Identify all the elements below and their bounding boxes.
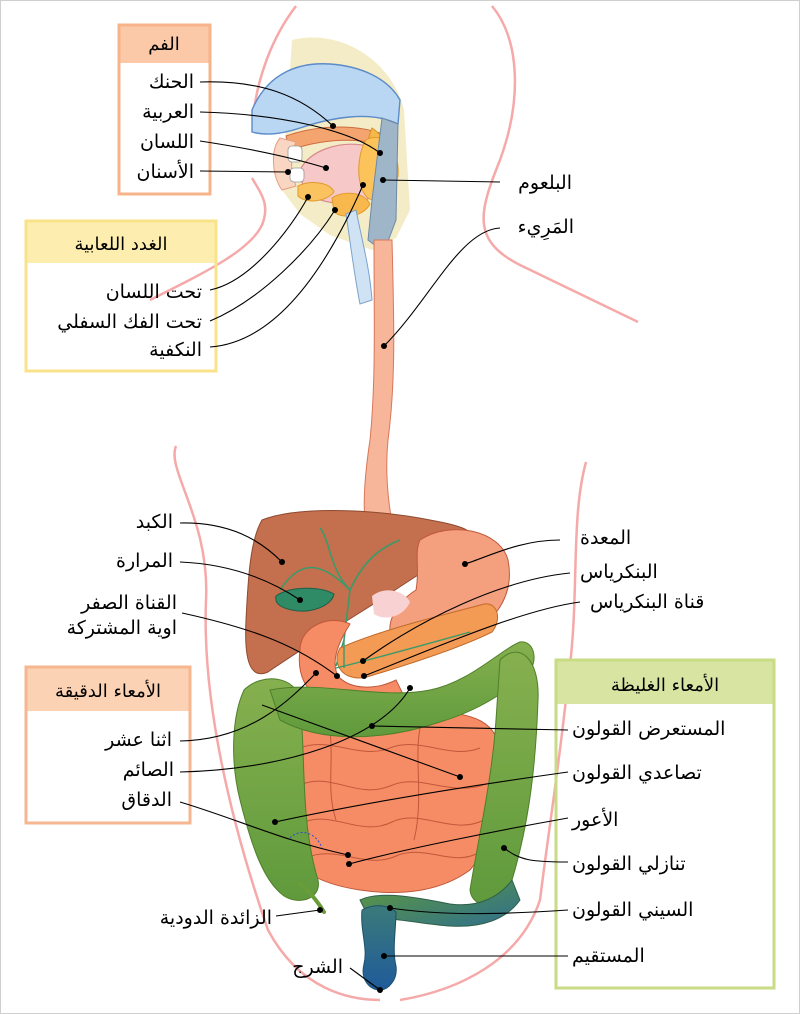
leader-lines	[179, 81, 581, 991]
rectum-label: المستقيم	[572, 945, 645, 967]
ascending-colon-label: تصاعدي القولون	[572, 762, 702, 784]
bile-duct-label-line2: اوية المشتركة	[67, 617, 177, 639]
bile-duct-label-line1: القناة الصفر	[80, 592, 177, 614]
large-intestine-group: الأمعاء الغليظة المستعرض القولون تصاعدي …	[554, 658, 776, 990]
anus-label: الشرج	[292, 956, 343, 978]
stomach-shadow	[372, 590, 410, 618]
transverse-colon-label: المستعرض القولون	[572, 718, 725, 740]
ileocecal-arrow	[289, 832, 323, 849]
pancreas-label: البنكرياس	[580, 561, 658, 583]
pointer-dots	[272, 123, 507, 993]
rectum-organ	[361, 905, 397, 991]
appendix-label: الزائدة الدودية	[160, 907, 272, 929]
submandibular-gland	[331, 192, 371, 217]
sublingual-label: تحت اللسان	[106, 281, 202, 303]
mouth-group-frame	[117, 23, 212, 196]
lower-teeth	[289, 167, 305, 183]
small-intestine-organ	[282, 709, 501, 894]
stomach-label: المعدة	[580, 527, 631, 549]
small-group-title: الأمعاء الدقيقة	[55, 680, 161, 702]
pancreatic-ducts	[335, 631, 471, 669]
ileum-label: الدقاق	[121, 789, 172, 811]
palate-label: الحنك	[149, 71, 194, 93]
mouth-group-header	[119, 25, 210, 63]
sigmoid-colon	[359, 878, 521, 927]
salivary-glands-group: الغدد اللعابية تحت اللسان تحت الفك السفل…	[24, 219, 218, 373]
duodenum-label: اثنا عشر	[104, 729, 172, 751]
pharynx-label: البلعوم	[518, 172, 572, 194]
pancreas-organ	[336, 603, 499, 679]
large-group-header	[556, 660, 774, 704]
submandibular-label: تحت الفك السفلي	[57, 311, 202, 333]
gallbladder-label: المرارة	[116, 550, 173, 572]
small-group-frame	[24, 665, 192, 825]
large-group-frame	[554, 658, 776, 990]
salivary-group-header	[26, 221, 216, 263]
nasal-cavity	[251, 63, 401, 135]
trachea	[345, 209, 373, 305]
head-anatomy	[251, 37, 410, 305]
large-group-title: الأمعاء الغليظة	[611, 674, 719, 696]
cecum-label: الأعور	[571, 808, 618, 831]
jejunum-label: الصائم	[123, 759, 174, 781]
small-group-header	[26, 667, 190, 711]
sigmoid-colon-label: السيني القولون	[572, 899, 693, 921]
descending-colon-label: تنازلي القولون	[572, 853, 686, 875]
uvula-label: العربية	[142, 101, 194, 123]
small-intestine-folds	[297, 727, 487, 861]
salivary-group-frame	[24, 219, 218, 373]
mouth-group-title: الفم	[148, 34, 180, 55]
liver-label: الكبد	[136, 511, 173, 533]
teeth-label: الأسنان	[136, 160, 194, 183]
parotid-label: النكفية	[149, 339, 202, 361]
small-intestine-group: الأمعاء الدقيقة اثنا عشر الصائم الدقاق	[24, 665, 192, 825]
transverse-colon	[269, 641, 535, 738]
tongue-label: اللسان	[140, 131, 194, 153]
mouth-group: الفم الحنك العربية اللسان الأسنان	[117, 23, 212, 196]
salivary-group-title: الغدد اللعابية	[74, 234, 167, 255]
pancreatic-duct-label: قناة البنكرياس	[590, 591, 704, 613]
esophagus-label: المَرِيء	[518, 216, 574, 241]
